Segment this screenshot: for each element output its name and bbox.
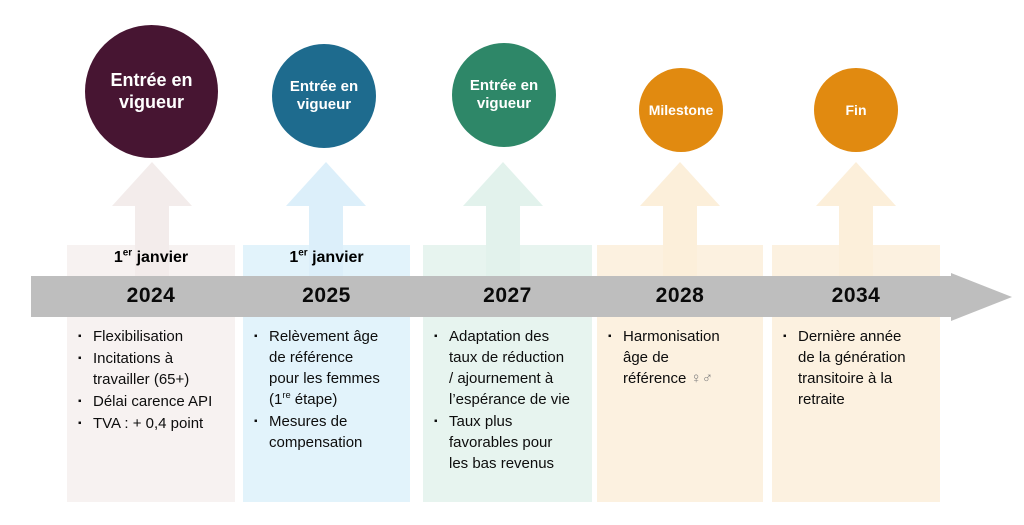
bullet-marker: ▪ (78, 418, 82, 429)
bullet-text: Délai carence API (93, 393, 213, 410)
bullet-item: ▪ Délai carence API (78, 391, 220, 412)
bullet-item: ▪ Adaptation des taux de réduction / ajou… (434, 326, 571, 410)
bullet-item: ▪ Incitations à travailler (65+) (78, 348, 220, 390)
bullet-marker: ▪ (254, 416, 258, 427)
year-label: 2034 (831, 284, 881, 307)
up-arrow-icon (640, 162, 720, 206)
bullet-item: ▪ Mesures de compensation (254, 411, 386, 453)
date-label: 1er janvier (289, 247, 364, 266)
milestone-badge-label: Entrée en vigueur (289, 78, 359, 113)
milestone-badge-label: Entrée en vigueur (110, 70, 193, 112)
bullet-list: ▪ Dernière année de la génération transit… (783, 326, 919, 411)
bullet-marker: ▪ (78, 353, 82, 364)
bullet-marker: ▪ (434, 331, 438, 342)
up-arrow-icon (816, 162, 896, 206)
bullet-text: Incitations à travailler (65+) (93, 350, 190, 388)
bullet-item: ▪ TVA : + 0,4 point (78, 413, 220, 434)
milestone-badge-label: Milestone (648, 101, 714, 118)
bullet-marker: ▪ (78, 331, 82, 342)
bullet-marker: ▪ (78, 396, 82, 407)
bullet-text: Adaptation des taux de réduction / ajour… (449, 328, 570, 408)
up-arrow-icon (286, 162, 366, 206)
up-arrow-icon (112, 162, 192, 206)
bullet-text: Taux plus favorables pour les bas revenu… (449, 413, 555, 472)
bullet-marker: ▪ (254, 331, 258, 342)
milestone-badge-label: Fin (845, 101, 867, 118)
year-label: 2025 (302, 284, 351, 307)
milestone-circle: Entrée en vigueur (85, 25, 218, 158)
bullet-item: ▪ Dernière année de la génération transit… (783, 326, 919, 410)
up-arrow-icon (463, 162, 543, 206)
year-label: 2024 (126, 284, 176, 307)
bullet-item: ▪ Taux plus favorables pour les bas reven… (434, 411, 571, 474)
bullet-text: TVA : + 0,4 point (93, 415, 204, 432)
bullet-list: ▪ Adaptation des taux de réduction / ajou… (434, 326, 571, 475)
milestone-circle: Milestone (639, 68, 723, 152)
bullet-text: Flexibilisation (93, 328, 184, 345)
year-label: 2028 (655, 284, 705, 307)
timeline-bar (31, 276, 951, 317)
year-label: 2027 (483, 284, 532, 307)
bullet-item: ▪ Flexibilisation (78, 326, 220, 347)
bullet-text: Relèvement âge de référence pour les fem… (269, 328, 380, 408)
bullet-list: ▪ Flexibilisation ▪ Incitations à travaille… (78, 326, 220, 435)
bullet-list: ▪ Harmonisation âge de référence ♀♂ (608, 326, 734, 390)
bullet-list: ▪ Relèvement âge de référence pour les fe… (254, 326, 386, 454)
timeline-bar-arrowhead-icon (951, 273, 1012, 321)
milestone-circle: Fin (814, 68, 898, 152)
bullet-item: ▪ Relèvement âge de référence pour les fe… (254, 326, 386, 410)
bullet-text: Harmonisation âge de référence ♀♂ (623, 328, 720, 387)
milestone-circle: Entrée en vigueur (272, 44, 376, 148)
milestone-circle: Entrée en vigueur (452, 43, 556, 147)
up-arrow-stem (309, 204, 343, 277)
bullet-text: Dernière année de la génération transito… (798, 328, 906, 408)
up-arrow-stem (663, 204, 697, 277)
milestone-badge-label: Entrée en vigueur (469, 77, 539, 112)
date-label: 1er janvier (113, 247, 189, 266)
up-arrow-stem (486, 204, 520, 277)
bullet-marker: ▪ (434, 416, 438, 427)
bullet-text: Mesures de compensation (269, 413, 363, 451)
bullet-marker: ▪ (783, 331, 787, 342)
bullet-marker: ▪ (608, 331, 612, 342)
up-arrow-stem (135, 204, 169, 277)
up-arrow-stem (839, 204, 873, 277)
bullet-item: ▪ Harmonisation âge de référence ♀♂ (608, 326, 734, 389)
